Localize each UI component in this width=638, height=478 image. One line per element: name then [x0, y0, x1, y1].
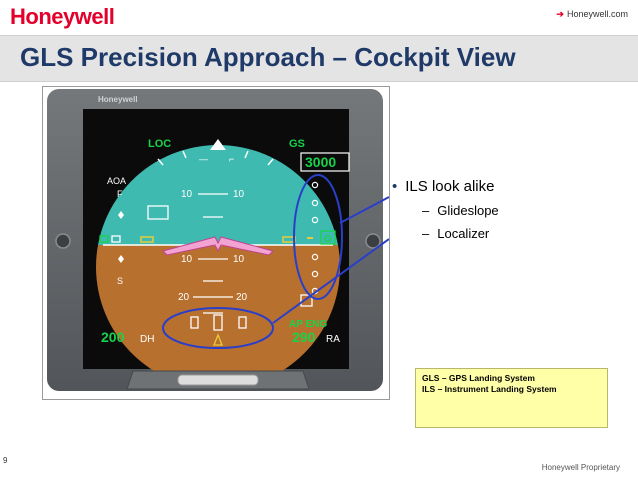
- honeywell-link[interactable]: ➔Honeywell.com: [556, 9, 628, 20]
- pitch-label-10-lower-left: 10: [181, 254, 193, 265]
- svg-text:—: —: [199, 154, 208, 164]
- dash-icon: –: [422, 203, 430, 218]
- footer-proprietary: Honeywell Proprietary: [541, 463, 620, 472]
- glideslope-highlight: [293, 174, 343, 300]
- pitch-label-20-left: 20: [178, 292, 190, 303]
- glideslope-letter: G: [324, 234, 332, 245]
- bullet-text: ILS look alike: [405, 178, 495, 195]
- pitch-label-10-lower-right: 10: [233, 254, 245, 265]
- left-mount-knob-icon: [55, 233, 71, 249]
- aoa-label: AOA: [107, 176, 126, 186]
- dh-label: DH: [140, 334, 154, 345]
- link-label: Honeywell.com: [566, 9, 628, 19]
- aoa-diamond-icon: [118, 211, 124, 219]
- altitude-box: [300, 152, 350, 172]
- loc-label: LOC: [148, 138, 171, 150]
- sub-bullet-glideslope: Glideslope: [437, 203, 499, 218]
- note-line-gls: GLS – GPS Landing System: [422, 373, 535, 383]
- aircraft-symbol-icon: [162, 236, 274, 256]
- localizer-highlight: [162, 307, 274, 349]
- roll-pointer-icon: [210, 139, 226, 150]
- localizer-pointer-icon: [213, 333, 223, 346]
- honeywell-logo: Honeywell: [10, 4, 115, 29]
- dash-icon: –: [422, 226, 430, 241]
- cockpit-display-photo: Honeywell — ⌐ 10 10 10 10 20 20 LOC GS 3…: [42, 86, 390, 400]
- right-mount-knob-icon: [365, 233, 381, 249]
- title-bar: [0, 35, 638, 82]
- pitch-label-10-left: 10: [181, 189, 193, 200]
- definitions-note: GLS – GPS Landing System ILS – Instrumen…: [415, 368, 608, 428]
- note-line-ils: ILS – Instrument Landing System: [422, 384, 557, 394]
- sub-bullet-item: –Glideslope: [422, 203, 632, 218]
- slats-label: S: [117, 276, 123, 286]
- slide-title: GLS Precision Approach – Cockpit View: [20, 42, 516, 72]
- pitch-label-10-right: 10: [233, 189, 245, 200]
- sub-bullet-localizer: Localizer: [437, 226, 490, 241]
- flaps-label: F: [117, 189, 123, 199]
- ra-label: RA: [326, 334, 340, 345]
- dh-value: 200: [101, 329, 125, 345]
- ap-eng-label: AP ENG: [289, 319, 327, 330]
- bullet-item: • ILS look alike: [392, 178, 632, 195]
- pitch-label-20-right: 20: [236, 292, 248, 303]
- bullet-icon: •: [392, 178, 398, 195]
- svg-text:⌐: ⌐: [229, 154, 234, 164]
- gs-label: GS: [289, 138, 305, 150]
- glideslope-pointer: [320, 230, 336, 245]
- arrow-right-icon: ➔: [556, 9, 564, 19]
- altitude-value: 3000: [305, 154, 336, 170]
- sub-bullet-item: –Localizer: [422, 226, 632, 241]
- bezel-brand: Honeywell: [98, 95, 138, 104]
- ra-value: 290: [292, 329, 316, 345]
- page-number: 9: [3, 456, 8, 465]
- bullet-list: • ILS look alike –Glideslope –Localizer: [392, 178, 632, 249]
